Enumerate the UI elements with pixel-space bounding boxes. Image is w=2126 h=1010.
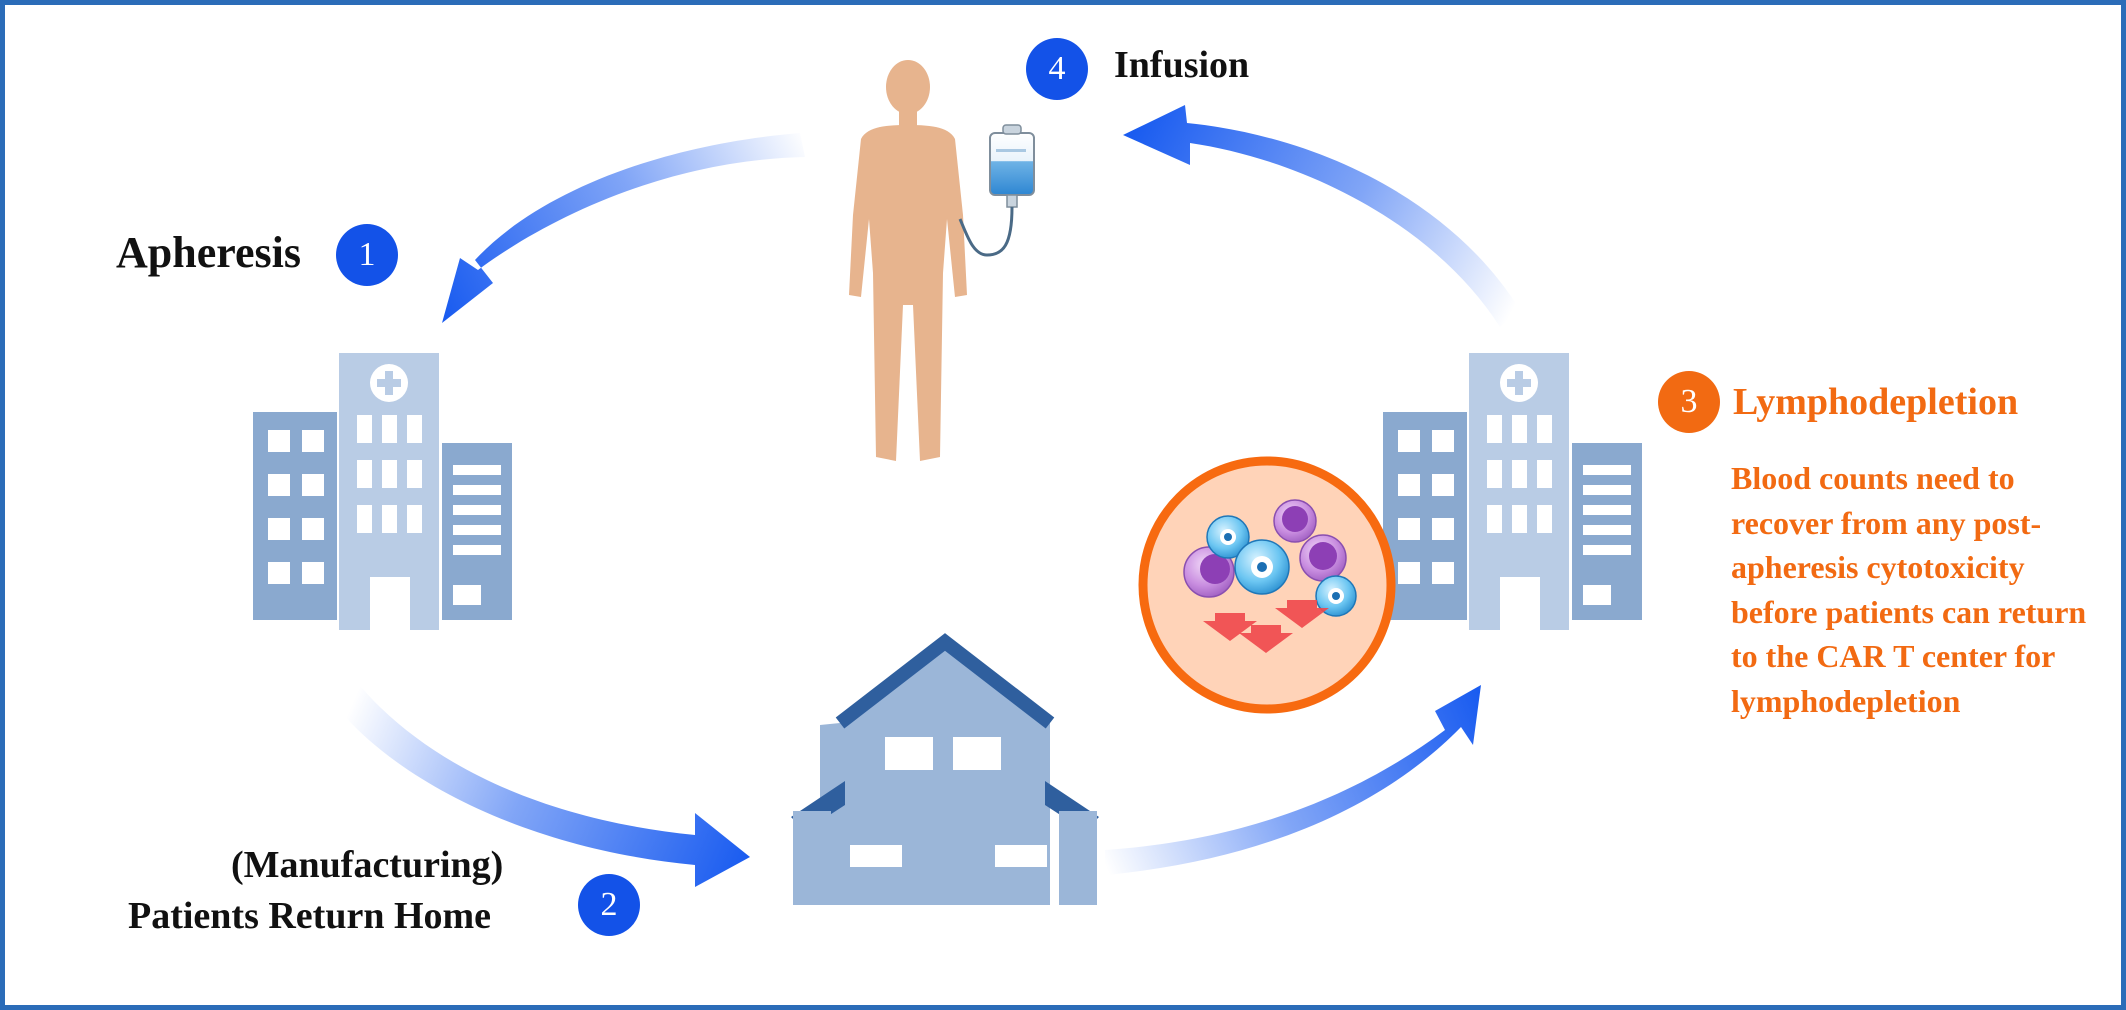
step-4-badge: 4: [1026, 38, 1088, 100]
step-2-label-line2: Patients Return Home: [128, 895, 492, 937]
treatment-cycle-diagram: [253, 60, 1642, 905]
hospital-left-icon: [253, 353, 512, 630]
step-3-description: Blood counts need to recover from any po…: [1731, 460, 2087, 719]
step-1-badge: 1: [336, 224, 398, 286]
cycle-arrow-icon: [335, 680, 750, 887]
person-icon: [849, 60, 967, 461]
hospital-right-icon: [1383, 353, 1642, 630]
cells-icon: [1138, 456, 1396, 714]
house-icon: [791, 633, 1099, 905]
step-3-label: Lymphodepletion: [1733, 381, 2019, 423]
step-4-label: Infusion: [1114, 44, 1250, 86]
step-3-badge: 3: [1658, 371, 1720, 433]
step-2-badge: 2: [578, 874, 640, 936]
iv-bag-icon: [958, 124, 1035, 257]
step-2-label-line1: (Manufacturing): [231, 844, 504, 886]
cycle-arrow-icon: [1105, 685, 1481, 875]
cycle-arrow-icon: [442, 133, 805, 323]
step-1-label: Apheresis: [116, 228, 301, 277]
cycle-arrow-icon: [1123, 105, 1520, 327]
